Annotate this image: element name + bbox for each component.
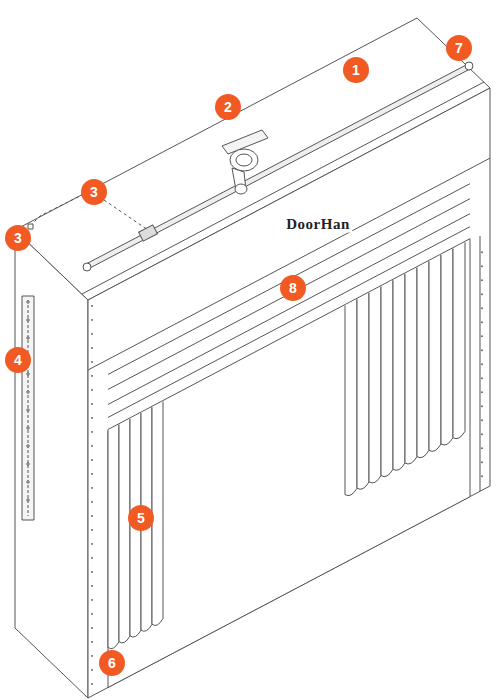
rivet xyxy=(91,361,93,363)
rail-motor xyxy=(139,225,158,241)
rivet xyxy=(481,335,483,337)
bracket-hole xyxy=(27,409,29,411)
bracket-hole xyxy=(27,499,29,501)
rivet xyxy=(91,305,93,307)
rivet xyxy=(481,279,483,281)
bracket-hole xyxy=(27,427,29,429)
roof-bracket-tube-end xyxy=(235,184,247,194)
rivet xyxy=(91,543,93,545)
rivet xyxy=(481,377,483,379)
side-bracket xyxy=(22,296,34,520)
roof-bracket-ring-inner xyxy=(236,154,252,166)
rivet xyxy=(481,475,483,477)
curtain-pleat xyxy=(357,293,369,489)
rivet xyxy=(91,431,93,433)
curtain-pleat xyxy=(119,419,130,643)
rivet xyxy=(91,669,93,671)
rivet xyxy=(481,433,483,435)
rivet xyxy=(91,333,93,335)
rivet xyxy=(91,473,93,475)
bracket-hole xyxy=(27,337,29,339)
callout-number: 3 xyxy=(81,179,107,205)
bracket-hole xyxy=(27,463,29,465)
rivet xyxy=(481,419,483,421)
rivet xyxy=(91,571,93,573)
rail-end-left xyxy=(83,263,91,271)
curtain-pleat xyxy=(453,242,465,438)
rivet xyxy=(91,557,93,559)
bracket-hole xyxy=(27,445,29,447)
curtain-pleat xyxy=(369,287,381,483)
callout-number: 7 xyxy=(446,35,472,61)
rivet xyxy=(91,389,93,391)
rivet xyxy=(91,613,93,615)
rivet xyxy=(91,529,93,531)
curtain-pleat xyxy=(381,280,393,476)
rivet xyxy=(481,251,483,253)
rivet xyxy=(481,307,483,309)
rivet xyxy=(91,319,93,321)
curtain-pleat xyxy=(108,425,119,649)
callout-number: 8 xyxy=(280,275,306,301)
rivet xyxy=(91,459,93,461)
door-opening xyxy=(108,239,470,688)
callout-number: 2 xyxy=(215,94,241,120)
curtain-pleat xyxy=(152,401,163,625)
rivet xyxy=(91,487,93,489)
rivet xyxy=(91,375,93,377)
callout-number: 4 xyxy=(5,347,31,373)
rivet xyxy=(481,447,483,449)
curtain-pleat xyxy=(393,274,405,470)
rivet xyxy=(481,265,483,267)
rivet xyxy=(91,683,93,685)
rivet xyxy=(481,349,483,351)
side-bracket-edge xyxy=(28,300,29,516)
rivet xyxy=(91,599,93,601)
callout-number: 3 xyxy=(5,225,31,251)
bracket-hole xyxy=(27,481,29,483)
fixing-point xyxy=(28,224,33,229)
bracket-hole xyxy=(27,391,29,393)
curtain-pleat xyxy=(417,261,429,457)
bracket-hole xyxy=(27,319,29,321)
curtain-pleat xyxy=(405,268,417,464)
leader-line xyxy=(104,200,148,230)
roof-lip xyxy=(82,82,484,294)
rivet xyxy=(481,293,483,295)
rivet xyxy=(91,445,93,447)
front-frame xyxy=(88,88,490,698)
right-pillar-edge xyxy=(480,236,481,491)
rivet xyxy=(91,641,93,643)
bracket-hole xyxy=(27,301,29,303)
rivet xyxy=(91,627,93,629)
rivet xyxy=(91,417,93,419)
rivet xyxy=(481,321,483,323)
roof-bracket-ring xyxy=(230,149,258,171)
top-rail xyxy=(86,64,470,269)
brand-logo: DoorHan xyxy=(284,216,352,233)
rivet xyxy=(91,347,93,349)
rivet xyxy=(91,501,93,503)
callout-number: 6 xyxy=(99,650,125,676)
rail-end-right xyxy=(465,62,473,70)
curtain-pleat xyxy=(429,255,441,451)
rivet xyxy=(481,461,483,463)
callout-number: 5 xyxy=(128,505,154,531)
bracket-hole xyxy=(27,373,29,375)
callout-number: 1 xyxy=(343,57,369,83)
curtain-pleat xyxy=(441,249,453,445)
rivet xyxy=(481,363,483,365)
rivet xyxy=(481,391,483,393)
rivet xyxy=(91,585,93,587)
rivet xyxy=(91,655,93,657)
curtain-pleat xyxy=(345,299,357,495)
rivet xyxy=(91,403,93,405)
rivet xyxy=(481,405,483,407)
rivet xyxy=(91,515,93,517)
side-panel xyxy=(15,230,88,698)
